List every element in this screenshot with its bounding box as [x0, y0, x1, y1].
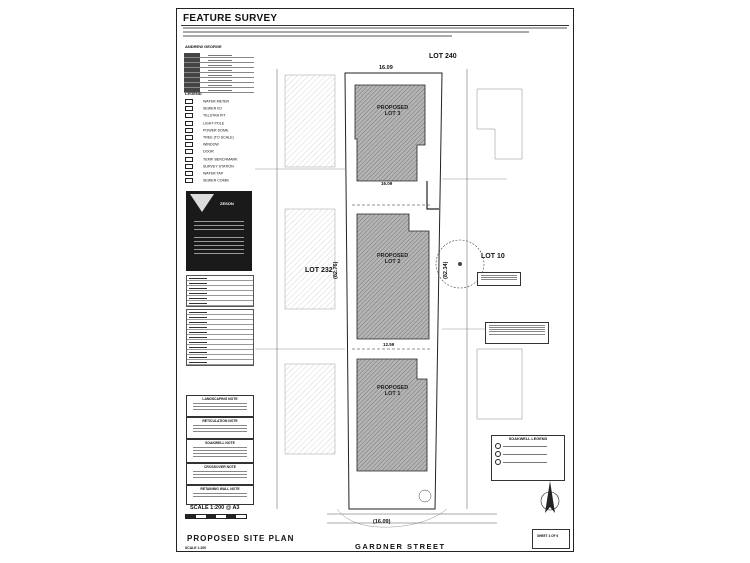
legend-item-label: LIGHT POLE: [203, 121, 225, 126]
retaining-wall-note: RETAINING WALL NOTE: [186, 485, 254, 505]
window-icon: [185, 142, 193, 148]
sewer-icon: [185, 106, 193, 112]
legend-item-label: SEWER COMM.: [203, 178, 230, 183]
tree-icon: [435, 239, 485, 289]
title-block: [532, 529, 570, 549]
legend-item-label: DOOR: [203, 149, 214, 154]
owner-name: ANDREW GEORGE: [185, 44, 222, 49]
site-boundary: [344, 72, 443, 510]
legend-item: LIGHT POLE: [185, 120, 225, 126]
neighbour-building-right-top: [476, 88, 523, 160]
legend-item-label: POWER DOME: [203, 128, 229, 133]
company-name: ZESON: [220, 201, 234, 206]
power-dome-icon: [185, 127, 193, 133]
soakwell-icon: [495, 451, 501, 457]
lot-3-width: 16.09: [381, 181, 393, 186]
legend-item: WINDOW: [185, 142, 219, 148]
legend-item: SEWER I/O: [185, 106, 222, 112]
water-meter-icon: [185, 99, 193, 104]
lot-10-label: LOT 10: [481, 253, 505, 260]
legend-item-label: WINDOW: [203, 142, 219, 147]
course-height-note-box: [485, 322, 549, 344]
site-plan-drawing: [255, 69, 523, 528]
drawing-title: PROPOSED SITE PLAN: [187, 534, 295, 543]
legend-item-label: TEMP. BENCHMARK: [203, 157, 238, 162]
legend-item: SEWER COMM.: [185, 178, 230, 184]
soakwell-icon: [495, 459, 501, 465]
drawing-scale: SCALE 1:200: [185, 546, 207, 550]
survey-sheet: FEATURE SURVEY ANDREW GEORGE LEGEND ZESO…: [176, 8, 574, 552]
door-icon: [185, 149, 193, 155]
legend-item-label: TELSTRA PIT: [203, 113, 226, 118]
legend-item: TEMP. BENCHMARK: [185, 156, 238, 162]
header-notes: [183, 27, 567, 41]
sewer-comm-icon: [185, 178, 193, 184]
soakwell-legend: SOAKWELL LEGEND: [491, 435, 565, 481]
logo-mark-icon: [190, 194, 214, 212]
legend-item: DOOR: [185, 149, 214, 155]
legend-item: TREE (TO SCALE): [185, 135, 234, 140]
site-data-table: [186, 275, 254, 307]
soakwell-icon: [495, 443, 501, 449]
right-dimension: (82.34): [443, 261, 449, 279]
light-pole-icon: [185, 120, 193, 126]
lot-3-dwelling: [354, 84, 426, 182]
legend-item: POWER DOME: [185, 127, 229, 133]
telstra-pit-icon: [185, 113, 193, 119]
driveway-edge: [426, 181, 439, 210]
legend-item-label: WATER METER: [203, 99, 230, 104]
sheet-number: SHEET 4 OF 6: [537, 534, 559, 538]
lot-240-label: LOT 240: [429, 53, 457, 60]
neighbour-building-right-bot: [476, 348, 523, 420]
legend-item-label: WATER TAP: [203, 171, 224, 176]
survey-station-icon: [185, 163, 193, 169]
legend-item: SURVEY STATION: [185, 163, 234, 169]
lot-2-dwelling: [356, 213, 430, 340]
legend-item-label: SURVEY STATION: [203, 164, 234, 169]
legend-heading: LEGEND: [185, 91, 202, 96]
property-info-table: [184, 53, 254, 93]
scale-label: SCALE 1:200 @ A3: [190, 505, 240, 511]
soakwell-note: SOAKWELL NOTE: [186, 439, 254, 463]
neighbour-building-left-bot: [284, 363, 336, 455]
legend-item: WATER TAP: [185, 171, 223, 176]
sheet-title: FEATURE SURVEY: [183, 13, 278, 24]
title-rule: [181, 25, 569, 26]
water-tap-icon: [185, 171, 193, 176]
reticulation-note: RETICULATION NOTE: [186, 417, 254, 439]
landscaping-note: LANDSCAPING NOTE: [186, 395, 254, 417]
legend-item-label: TREE (TO SCALE): [203, 135, 234, 140]
lot-232-label: LOT 232: [305, 267, 333, 274]
benchmark-icon: [185, 156, 193, 162]
bottom-dimension: (16.09): [373, 519, 391, 525]
lot-2-width: 12.59: [383, 342, 395, 347]
lot-1-dwelling: [356, 358, 428, 472]
tree-note-box: [477, 272, 521, 286]
tree-icon: [185, 135, 193, 140]
neighbour-building-left-top: [284, 74, 336, 168]
street-name: GARDNER STREET: [355, 542, 446, 551]
scale-bar: [185, 514, 247, 519]
left-dimension: (82.76): [333, 261, 339, 279]
company-logo: ZESON: [186, 191, 252, 271]
legend-item: TELSTRA PIT: [185, 113, 226, 119]
north-arrow-icon: [540, 481, 560, 513]
area-summary-table: [186, 309, 254, 366]
neighbour-building-left-mid: [284, 208, 336, 310]
legend-item: WATER METER: [185, 99, 229, 104]
crossover-note: CROSSOVER NOTE: [186, 463, 254, 485]
legend-item-label: SEWER I/O: [203, 106, 222, 111]
top-dimension: 16.09: [379, 65, 393, 71]
